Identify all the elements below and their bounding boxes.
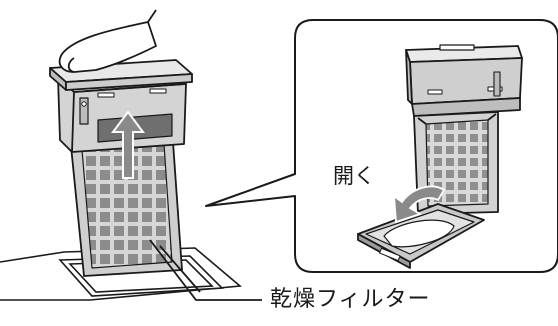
filter-left: [49, 59, 193, 277]
filter-open: [357, 44, 523, 269]
lift-up-arrow: [111, 110, 145, 179]
open-label: 開く: [333, 164, 375, 188]
open-direction-arrow: [392, 185, 446, 224]
filter-leader-line: [149, 239, 262, 301]
hand-illustration: [58, 9, 157, 73]
dryer-filter-label: 乾燥フィルター: [270, 287, 431, 312]
